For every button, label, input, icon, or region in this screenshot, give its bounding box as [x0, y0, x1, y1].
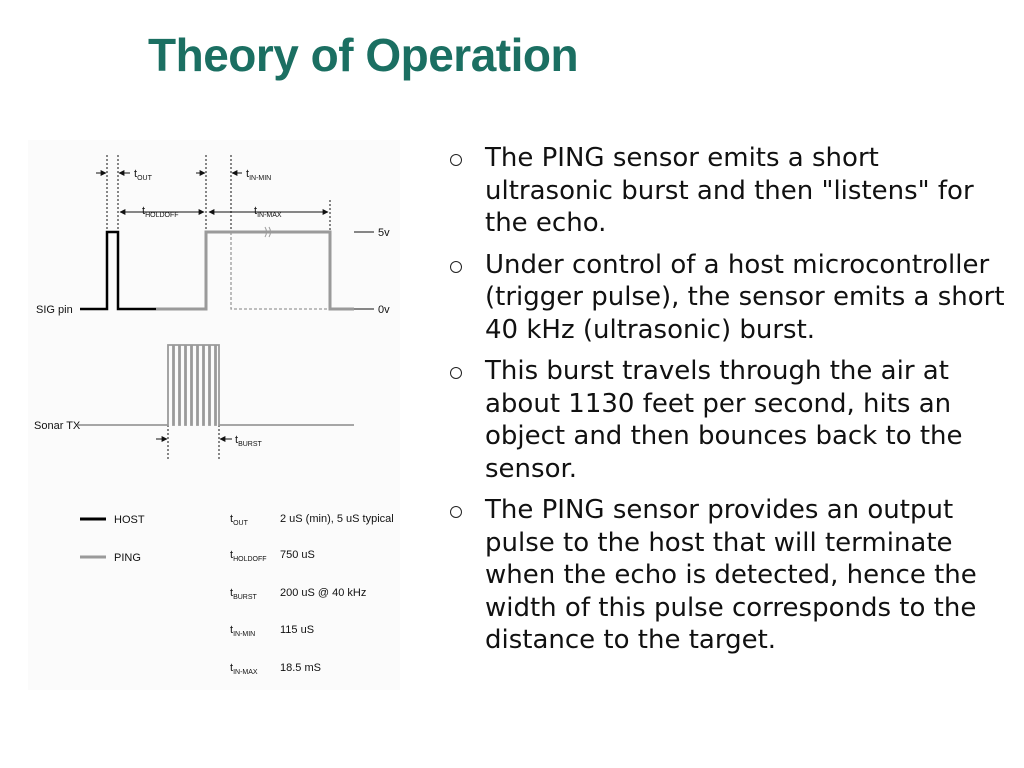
circle-bullet-icon — [450, 506, 462, 518]
bullet-list: The PING sensor emits a short ultrasonic… — [444, 142, 1014, 666]
circle-bullet-icon — [450, 367, 462, 379]
spec-value: 750 uS — [280, 549, 315, 561]
bullet-text: Under control of a host microcontroller … — [485, 249, 1005, 345]
spec-value: 2 uS (min), 5 uS typical — [280, 513, 394, 525]
t-out-label: tOUT — [134, 168, 153, 182]
spec-row: tIN-MIN 115 uS — [230, 624, 314, 638]
svg-text:tIN-MAX: tIN-MAX — [230, 662, 258, 676]
spec-row: tHOLDOFF 750 uS — [230, 549, 315, 563]
svg-text:tBURST: tBURST — [230, 587, 258, 601]
bullet-item: This burst travels through the air at ab… — [444, 355, 1014, 485]
bullet-item: The PING sensor emits a short ultrasonic… — [444, 142, 1014, 240]
svg-text:tOUT: tOUT — [230, 513, 249, 527]
legend-host-label: HOST — [114, 514, 145, 526]
slide-title: Theory of Operation — [148, 29, 579, 81]
level-high-label: 5v — [378, 227, 390, 239]
sig-pin-label: SIG pin — [36, 304, 73, 316]
circle-bullet-icon — [450, 154, 462, 166]
bullet-item: Under control of a host microcontroller … — [444, 249, 1014, 347]
timing-guides — [106, 155, 331, 460]
bullet-text: This burst travels through the air at ab… — [485, 356, 963, 484]
sig-pin-ping-trace — [156, 230, 354, 311]
bullet-item: The PING sensor provides an output pulse… — [444, 494, 1014, 657]
spec-value: 115 uS — [280, 624, 314, 636]
bullet-text: The PING sensor provides an output pulse… — [485, 495, 977, 655]
t-burst-label: tBURST — [235, 434, 263, 448]
spec-row: tOUT 2 uS (min), 5 uS typical — [230, 513, 394, 527]
sonar-tx-label: Sonar TX — [34, 420, 81, 432]
ping-timing-diagram: tOUT tIN-MIN tHOLDOFF tIN-MAX tBURST 5v … — [28, 140, 400, 690]
spec-row: tBURST 200 uS @ 40 kHz — [230, 587, 366, 601]
level-low-label: 0v — [378, 304, 390, 316]
t-in-max-label: tIN-MAX — [254, 205, 282, 219]
sig-pin-host-trace — [80, 230, 156, 311]
circle-bullet-icon — [450, 260, 462, 273]
spec-value: 200 uS @ 40 kHz — [280, 587, 366, 599]
sig-pin-min-echo-trace — [230, 232, 330, 310]
sonar-tx-trace — [78, 344, 354, 426]
t-in-min-label: tIN-MIN — [246, 168, 271, 182]
break-mark — [264, 226, 271, 238]
bullet-text: The PING sensor emits a short ultrasonic… — [485, 143, 974, 238]
spec-row: tIN-MAX 18.5 mS — [230, 662, 321, 676]
legend-ping-label: PING — [114, 552, 141, 564]
svg-text:tIN-MIN: tIN-MIN — [230, 624, 255, 638]
svg-text:tHOLDOFF: tHOLDOFF — [230, 549, 267, 563]
t-holdoff-label: tHOLDOFF — [142, 205, 179, 219]
spec-value: 18.5 mS — [280, 662, 321, 674]
